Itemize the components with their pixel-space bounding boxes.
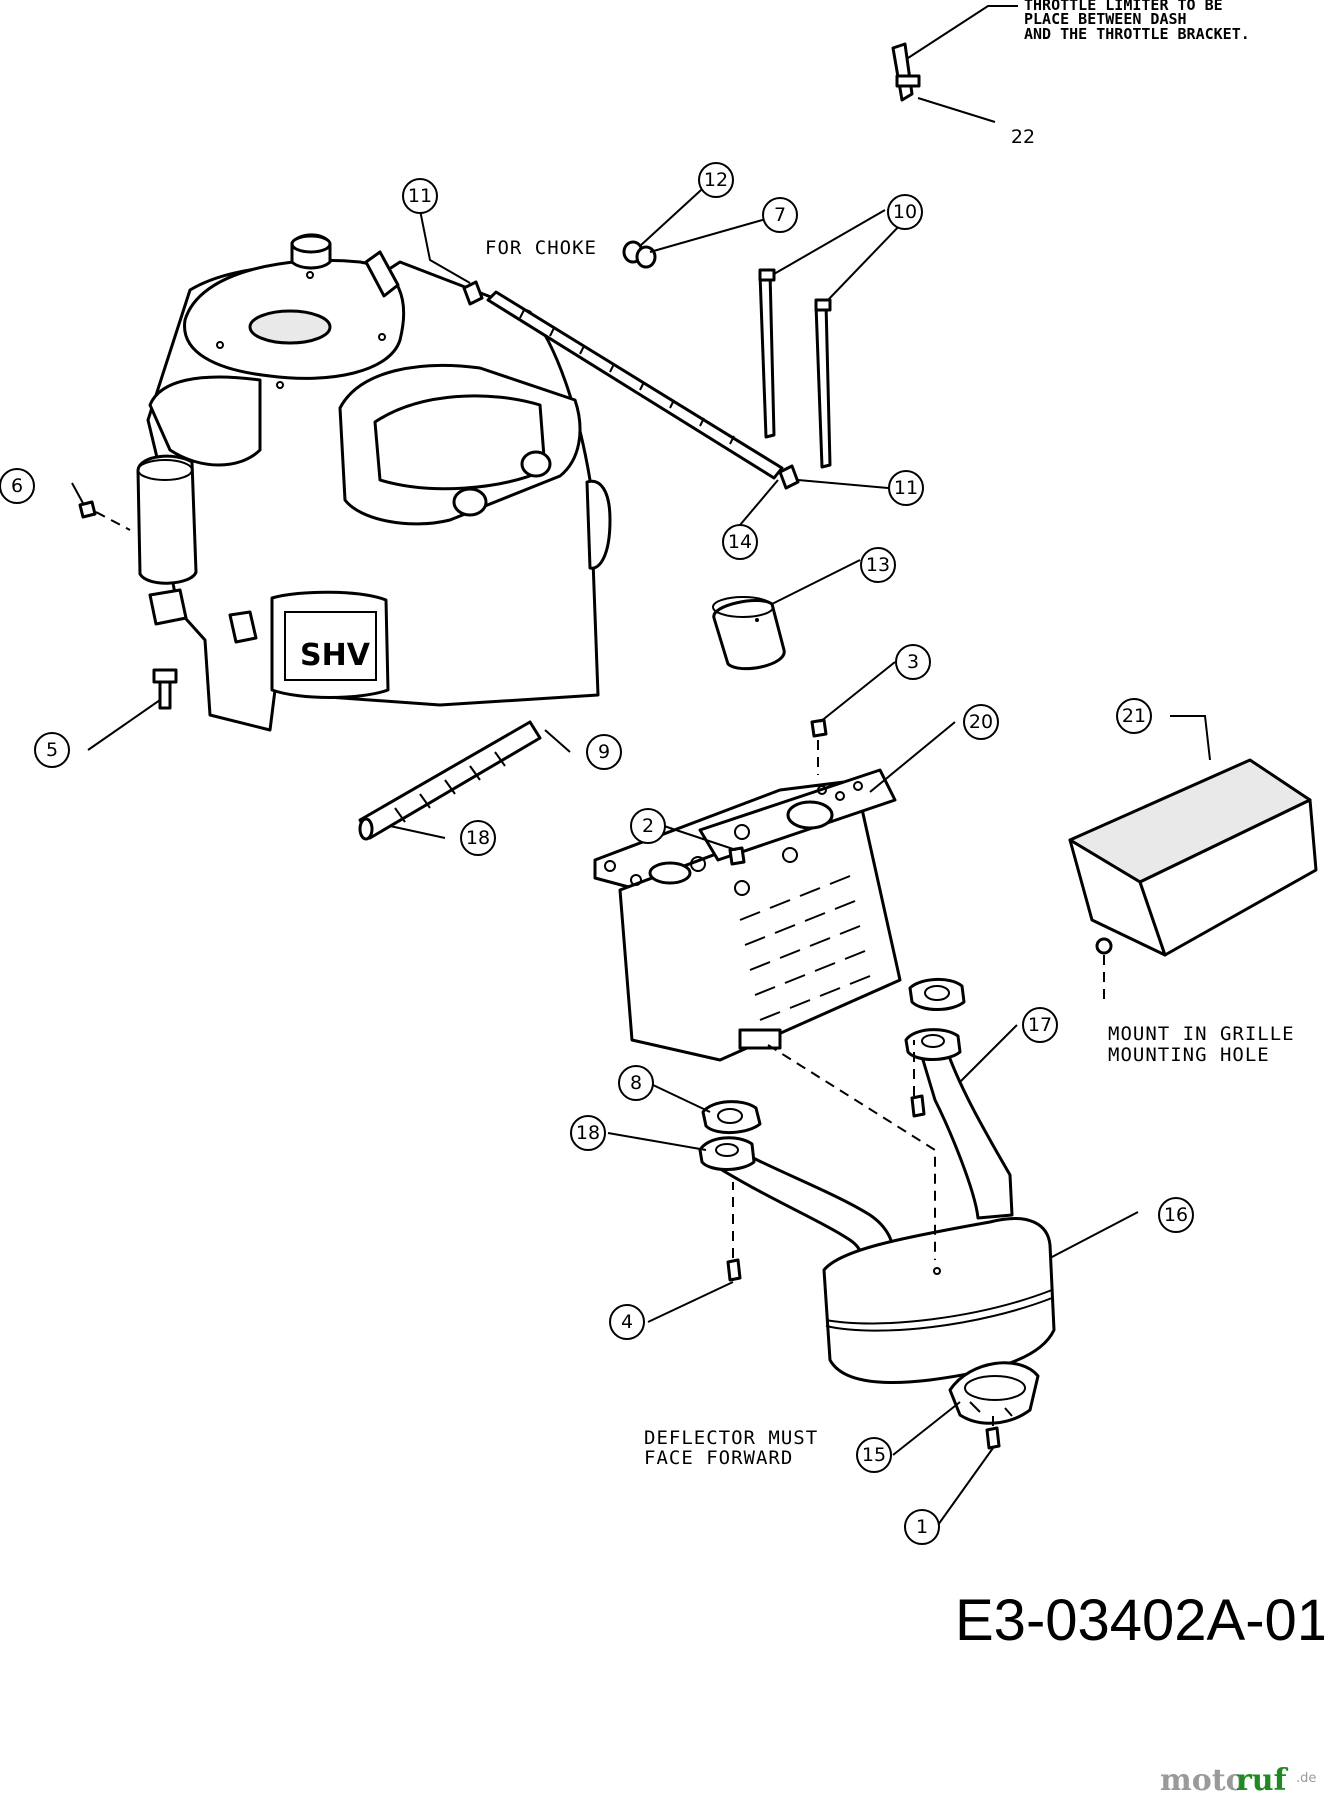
svg-text:17: 17 [1028, 1014, 1052, 1036]
svg-text:20: 20 [969, 711, 993, 733]
svg-text:2: 2 [642, 815, 654, 837]
bolt-5 [152, 668, 178, 710]
callout-1: 1 [904, 1509, 940, 1545]
muffler-heat-shield-20 [593, 718, 902, 1062]
svg-text:3: 3 [907, 651, 919, 673]
deflector-note-line-1: DEFLECTOR MUST [644, 1427, 818, 1449]
callout-17: 17 [1022, 1007, 1058, 1043]
callout-5: 5 [34, 732, 70, 768]
callout-14: 14 [722, 524, 758, 560]
callout-4: 4 [609, 1304, 645, 1340]
svg-text:14: 14 [728, 531, 752, 553]
fuel-filter-13 [712, 596, 786, 671]
callout-22: 22 [1011, 126, 1035, 148]
callout-7: 7 [762, 197, 798, 233]
fuel-line-14 [486, 290, 784, 480]
hose-18-9 [358, 720, 542, 841]
watermark-logo: moto ruf .de [1160, 1763, 1316, 1798]
callout-12: 12 [698, 162, 734, 198]
throttle-limiter-part [891, 5, 1018, 123]
engine-badge: SHV [300, 638, 371, 673]
svg-text:18: 18 [576, 1122, 600, 1144]
screw-1 [985, 1415, 1001, 1450]
cable-ties-10 [758, 268, 832, 469]
svg-text:18: 18 [466, 827, 490, 849]
svg-text:21: 21 [1122, 705, 1146, 727]
for-choke-label: FOR CHOKE [485, 237, 597, 259]
svg-text:10: 10 [893, 201, 917, 223]
gasket-8-right [908, 978, 966, 1011]
callout-13: 13 [860, 547, 896, 583]
callout-18-upper: 18 [460, 820, 496, 856]
svg-text:16: 16 [1164, 1204, 1188, 1226]
exhaust-deflector-15 [948, 1361, 1040, 1425]
svg-text:5: 5 [46, 739, 58, 761]
svg-text:8: 8 [630, 1072, 642, 1094]
engine-assembly: SHV [136, 233, 612, 732]
svg-text:9: 9 [598, 741, 610, 763]
svg-text:4: 4 [621, 1311, 633, 1333]
svg-text:moto: moto [1160, 1763, 1246, 1798]
svg-text:12: 12 [704, 169, 728, 191]
hose-clamp-11-lower [778, 464, 800, 490]
throttle-note-line-3: AND THE THROTTLE BRACKET. [1024, 25, 1250, 43]
deflector-note-line-2: FACE FORWARD [644, 1447, 793, 1469]
svg-text:ruf: ruf [1236, 1763, 1289, 1798]
callout-20: 20 [963, 704, 999, 740]
callout-8: 8 [618, 1065, 654, 1101]
choke-nut-washer [622, 240, 657, 269]
muffler-16 [698, 1028, 1056, 1385]
svg-text:11: 11 [894, 477, 918, 499]
callout-2: 2 [630, 808, 666, 844]
callout-3: 3 [895, 644, 931, 680]
callout-11-lower: 11 [888, 470, 924, 506]
callout-11-upper: 11 [402, 178, 438, 214]
svg-text:15: 15 [862, 1444, 886, 1466]
gasket-8-left [701, 1100, 762, 1134]
callout-16: 16 [1158, 1197, 1194, 1233]
svg-text:1: 1 [916, 1516, 928, 1538]
svg-text:13: 13 [866, 554, 890, 576]
callout-10: 10 [887, 194, 923, 230]
throttle-note-line-2: PLACE BETWEEN DASH [1024, 10, 1187, 28]
deflector-21 [1068, 758, 1318, 1000]
svg-text:11: 11 [408, 185, 432, 207]
callout-21: 21 [1116, 698, 1152, 734]
mount-note-line-2: MOUNTING HOLE [1108, 1044, 1270, 1066]
drawing-code: E3-03402A-01 [955, 1588, 1324, 1653]
hose-clamp-11-upper [462, 280, 484, 306]
mount-note-line-1: MOUNT IN GRILLE [1108, 1023, 1295, 1045]
callout-6: 6 [0, 468, 35, 504]
svg-text:6: 6 [11, 475, 23, 497]
throttle-note-line-1: THROTTLE LIMITER TO BE [1024, 0, 1223, 14]
callout-9: 9 [586, 734, 622, 770]
svg-text:7: 7 [774, 204, 786, 226]
svg-text:.de: .de [1296, 1771, 1316, 1786]
nut-6 [78, 500, 131, 531]
callout-18-lower: 18 [570, 1115, 606, 1151]
callout-15: 15 [856, 1437, 892, 1473]
leader-lines [71, 179, 1211, 1526]
